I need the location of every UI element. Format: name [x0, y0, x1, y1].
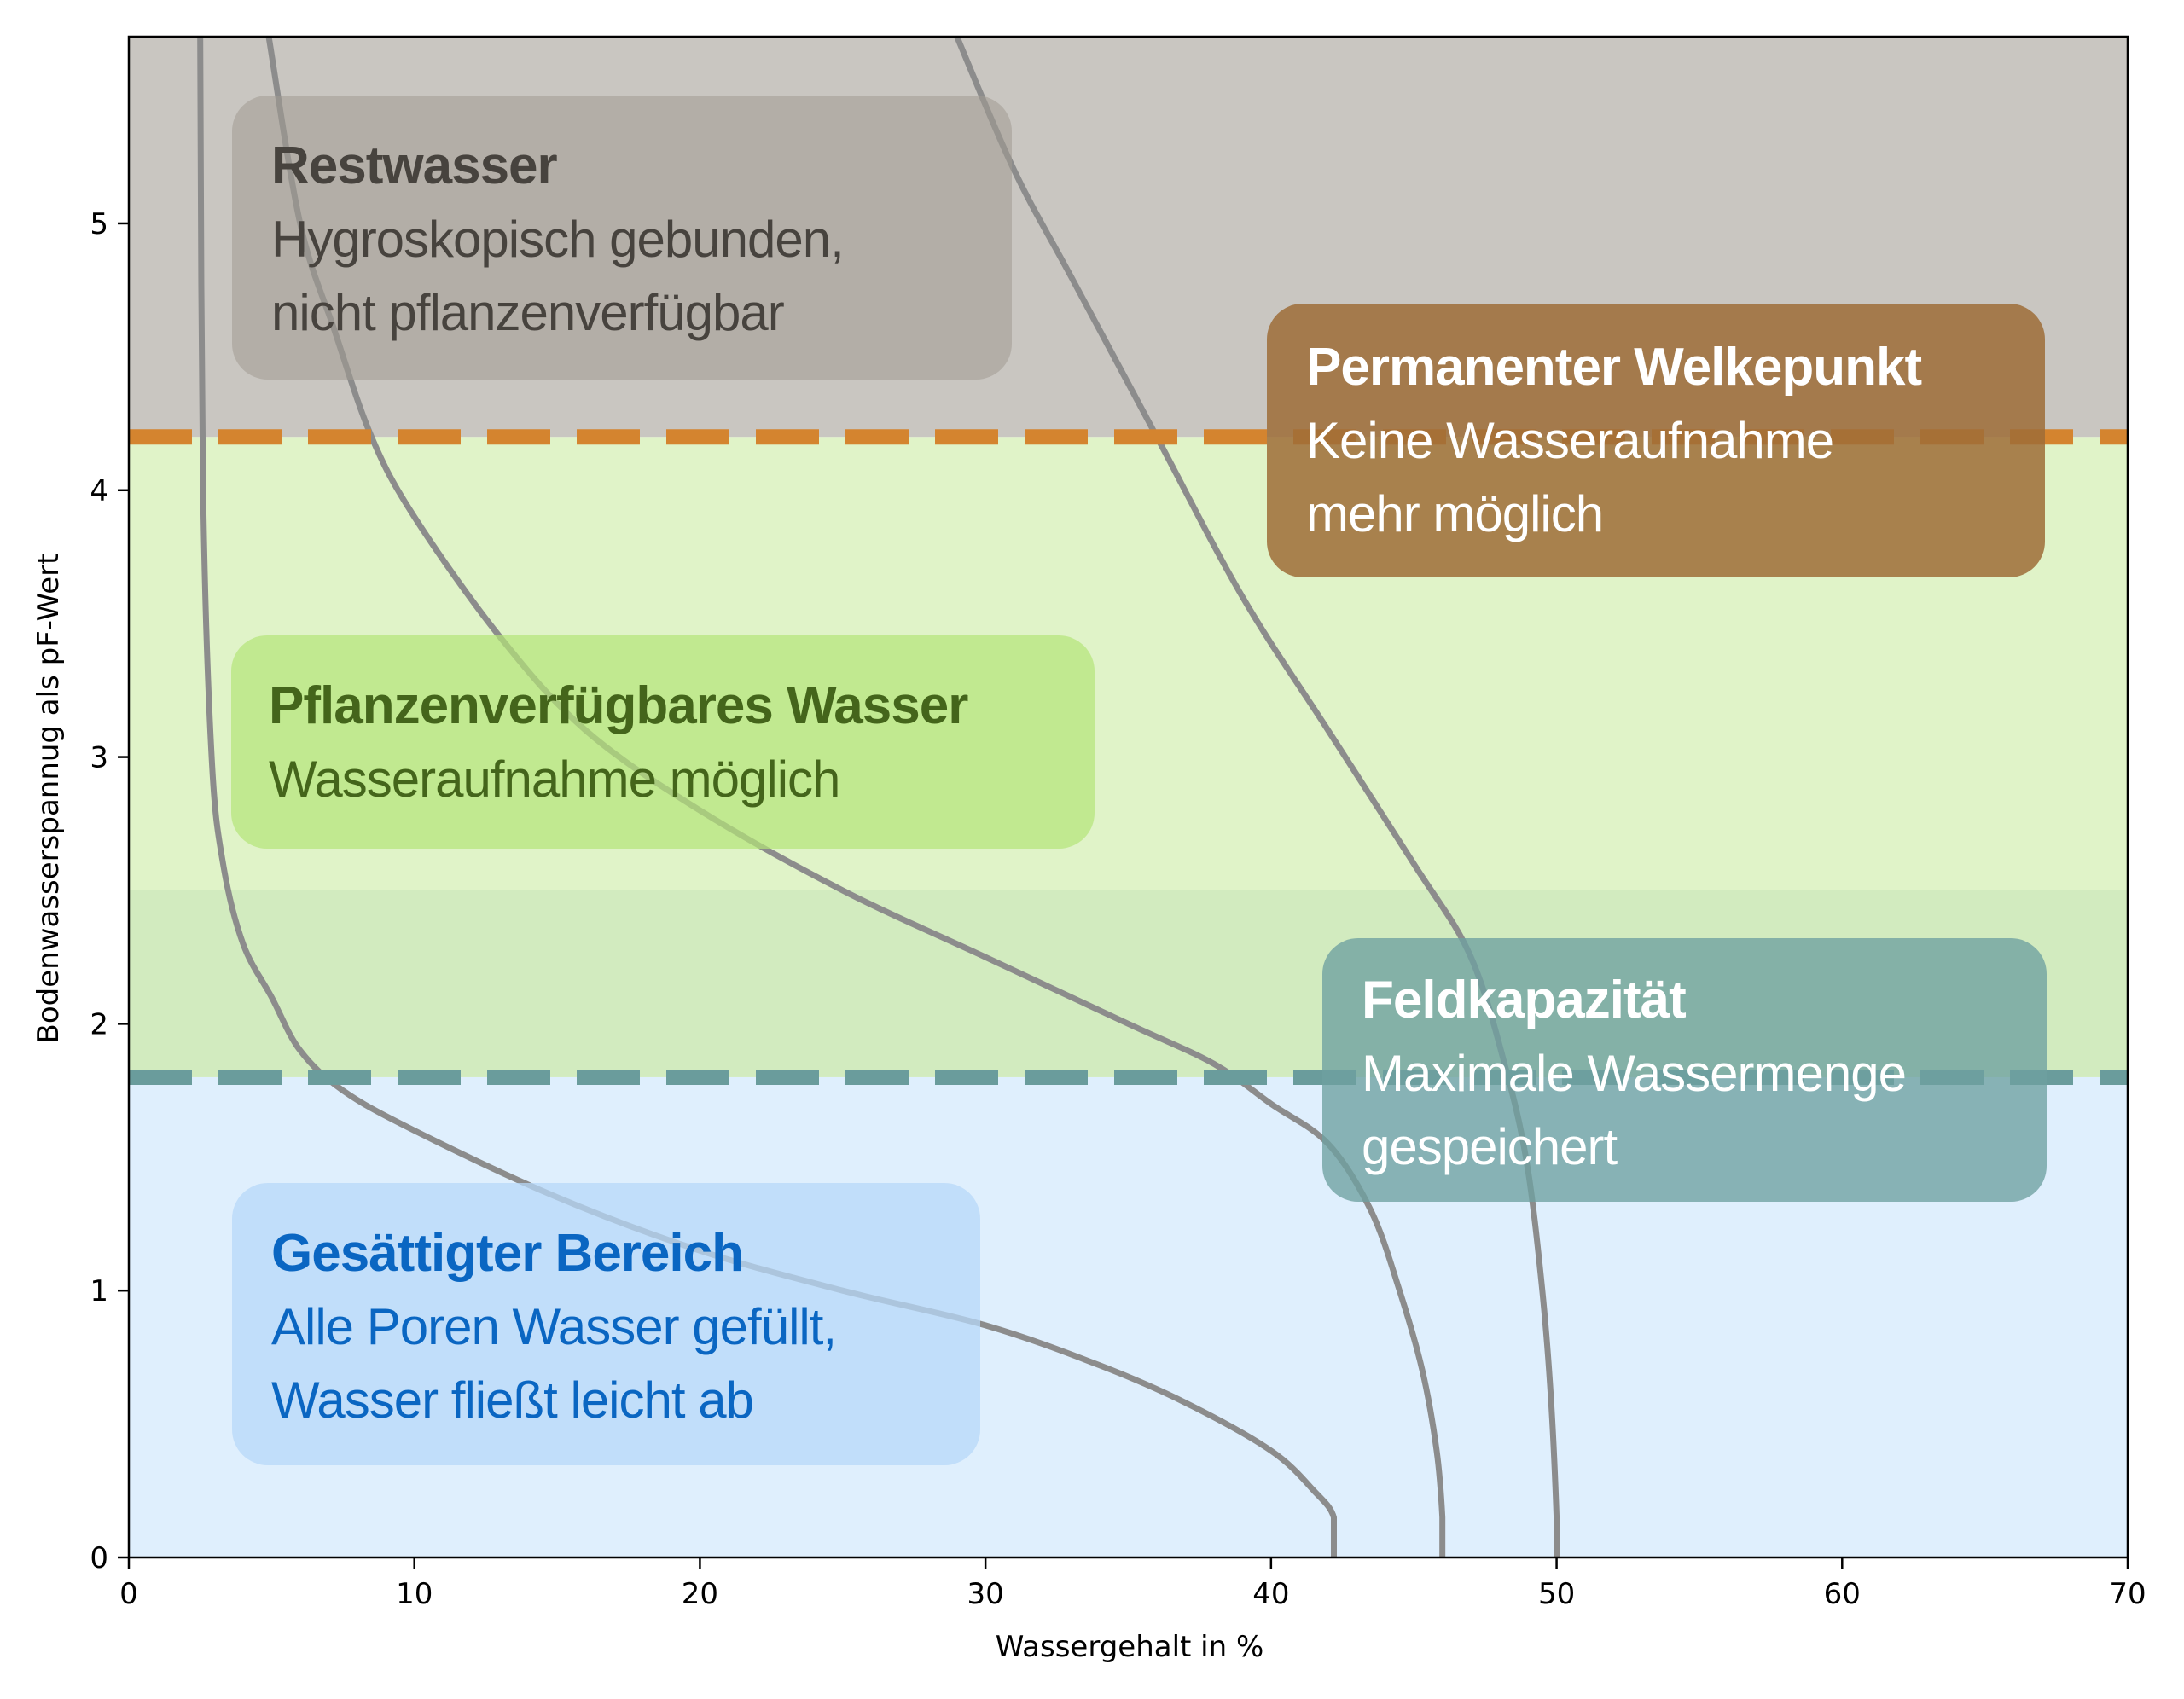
x-tick-label: 50	[1538, 1577, 1575, 1611]
annotation-line: mehr möglich	[1306, 485, 1604, 542]
annotation-title: Gesättigter Bereich	[271, 1224, 744, 1283]
y-tick-label: 4	[90, 474, 108, 508]
retention-curves	[197, 37, 1560, 1557]
annotation-title: Pflanzenverfügbares Wasser	[269, 676, 968, 735]
annotation-line: gespeichert	[1362, 1118, 1618, 1175]
annotation-gesaettigt: Gesättigter Bereich Alle Poren Wasser ge…	[232, 1183, 980, 1465]
curve-curve-2	[265, 37, 1446, 1557]
annotation-title: Restwasser	[271, 136, 558, 195]
x-axis-label: Wassergehalt in %	[996, 1630, 1264, 1664]
annotation-pflanzenverfuegbar: Pflanzenverfügbares Wasser Wasseraufnahm…	[231, 635, 1095, 849]
curve-curve-3	[954, 37, 1560, 1557]
annotation-title: Permanenter Welkepunkt	[1306, 338, 1922, 397]
axes: 0 10 20 30 40 50 60 70 0 1 2 3 4 5	[90, 35, 2146, 1611]
y-tick-label: 1	[90, 1274, 108, 1308]
annotation-line: Wasseraufnahme möglich	[269, 751, 840, 808]
x-tick-label: 40	[1252, 1577, 1289, 1611]
annotation-welkepunkt: Permanenter Welkepunkt Keine Wasseraufna…	[1267, 304, 2045, 577]
annotation-restwasser: Restwasser Hygroskopisch gebunden, nicht…	[232, 96, 1012, 380]
x-tick-label: 0	[119, 1577, 138, 1611]
curve-curve-1	[197, 37, 1337, 1557]
x-tick-label: 60	[1824, 1577, 1861, 1611]
annotation-line: Maximale Wassermenge	[1362, 1045, 1907, 1102]
x-tick-label: 20	[682, 1577, 718, 1611]
y-axis-label: Bodenwasserspannug als pF-Wert	[32, 554, 66, 1044]
annotation-feldkapazitaet: Feldkapazität Maximale Wassermenge gespe…	[1322, 938, 2047, 1202]
annotation-title: Feldkapazität	[1362, 971, 1687, 1029]
plot-frame	[127, 35, 2129, 1559]
annotation-line: Keine Wasseraufnahme	[1306, 412, 1834, 469]
annotation-line: Hygroskopisch gebunden,	[271, 211, 845, 268]
x-tick-label: 30	[967, 1577, 1004, 1611]
annotation-line: Alle Poren Wasser gefüllt,	[271, 1298, 837, 1355]
y-tick-label: 2	[90, 1007, 108, 1041]
x-tick-label: 10	[396, 1577, 433, 1611]
y-tick-label: 3	[90, 741, 108, 775]
x-tick-label: 70	[2109, 1577, 2146, 1611]
annotation-line: Wasser fließt leicht ab	[271, 1371, 754, 1429]
annotation-line: nicht pflanzenverfügbar	[271, 284, 785, 341]
y-tick-label: 5	[90, 207, 108, 241]
y-tick-label: 0	[90, 1541, 108, 1575]
